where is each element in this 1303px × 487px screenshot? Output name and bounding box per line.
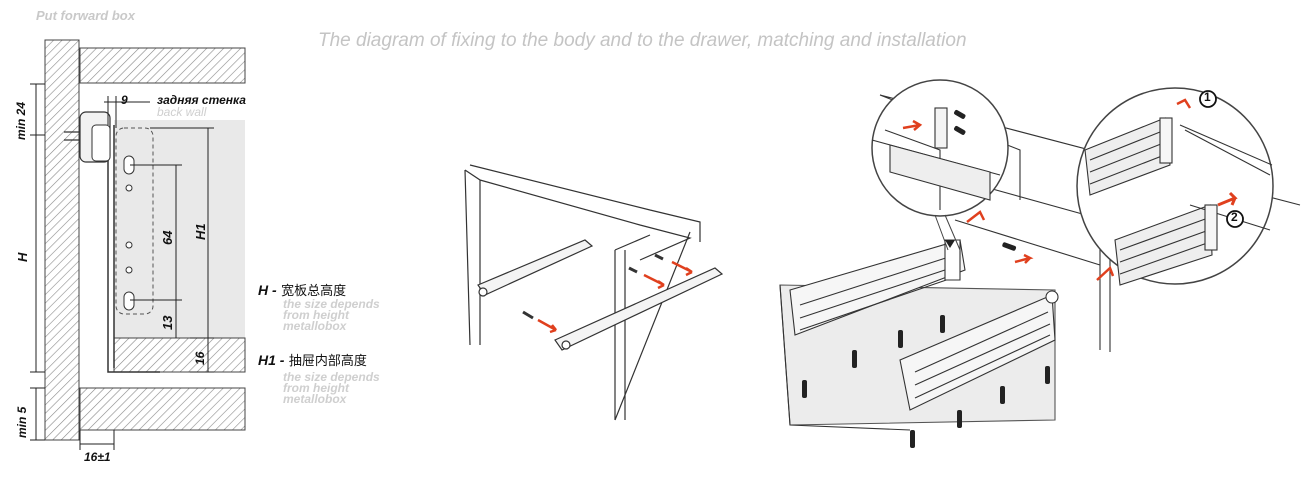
put-forward-box-label: Put forward box (36, 8, 135, 23)
dim-16-tolerance: 16±1 (84, 450, 111, 464)
step-2-label: 2 (1231, 210, 1238, 224)
screw-2 (628, 266, 638, 274)
top-shelf (79, 47, 246, 84)
right-rail (554, 267, 724, 351)
arrow-red-9 (966, 210, 986, 223)
diagram-title: The diagram of fixing to the body and to… (318, 30, 967, 51)
screw-g (1045, 366, 1050, 384)
arrow-red-6 (1176, 98, 1192, 109)
back-wall-en-label: back wall (157, 105, 207, 119)
arrow-red-8 (1096, 265, 1115, 281)
drawer-left-side (789, 239, 966, 336)
cabinet-frame (464, 164, 701, 420)
drawer-right-side (899, 294, 1056, 411)
legend-h-key: H - (258, 282, 277, 298)
arrow-red-2 (643, 273, 665, 290)
screw-h (910, 430, 915, 448)
screw-b (898, 330, 903, 348)
legend-h-note: the size depends from height metallobox (283, 297, 380, 333)
back-wall-outline (115, 127, 154, 315)
step-2-badge (1226, 210, 1244, 228)
legend-h1-key: H1 - (258, 352, 285, 368)
legend-h: H - 宽板总高度 (258, 280, 346, 300)
bottom-shelf (79, 387, 246, 431)
screw-i (1002, 242, 1017, 251)
screw-d (802, 380, 807, 398)
drawer-side-panel (114, 120, 245, 338)
arrow-red-7 (1217, 191, 1238, 207)
screw-f (1000, 386, 1005, 404)
arrow-red-4 (1014, 253, 1034, 264)
legend-h1: H1 - 抽屉内部高度 (258, 350, 367, 370)
screw-3 (654, 253, 664, 261)
dim-9: 9 (121, 93, 128, 107)
legend-h-cn: 宽板总高度 (281, 284, 347, 299)
legend-h1-cn: 抽屉内部高度 (288, 354, 367, 369)
step-1-badge (1199, 90, 1217, 108)
screw-a (852, 350, 857, 368)
step-1-label: 1 (1204, 90, 1211, 104)
drawer-side-profile (107, 125, 160, 373)
body-side-wall (44, 39, 80, 441)
arrow-red-1 (537, 318, 557, 334)
arrow-red-5 (902, 119, 923, 131)
arrow-red-3 (671, 260, 693, 277)
screw-c (940, 315, 945, 333)
legend-h1-note: the size depends from height metallobox (283, 370, 380, 406)
screw-1 (522, 310, 534, 320)
screw-e (957, 410, 962, 428)
back-wall-ru-label: задняя стенка (157, 93, 246, 107)
